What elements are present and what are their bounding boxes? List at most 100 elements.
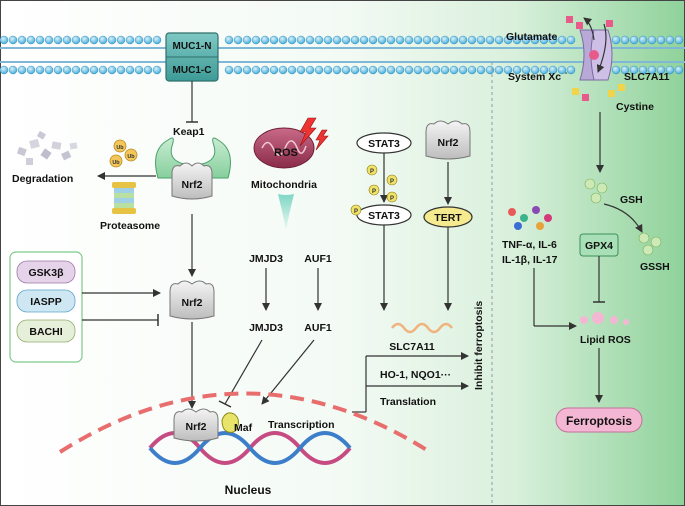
lipid-head bbox=[224, 35, 234, 45]
lipid-head bbox=[458, 65, 468, 75]
lipid-head bbox=[395, 65, 405, 75]
nucleus-nrf2-label: Nrf2 bbox=[185, 421, 206, 433]
jmjd3-bottom-label: JMJD3 bbox=[249, 322, 283, 334]
lipid-head bbox=[476, 65, 486, 75]
lipid-head bbox=[431, 35, 441, 45]
lipid-head bbox=[449, 65, 459, 75]
keap1-complex: Keap1 Nrf2 bbox=[155, 126, 231, 200]
lipid-head bbox=[638, 35, 648, 45]
lipid-head bbox=[260, 65, 270, 75]
lipid-head bbox=[35, 35, 45, 45]
lipid-head bbox=[503, 65, 513, 75]
lipid-head bbox=[233, 65, 243, 75]
lipid-head bbox=[557, 65, 567, 75]
lipid-head bbox=[359, 65, 369, 75]
lipid-head bbox=[404, 35, 414, 45]
ferroptosis-node: Ferroptosis bbox=[555, 407, 643, 433]
lipid-head bbox=[413, 35, 423, 45]
regulator-iaspp: IASPP bbox=[30, 296, 62, 308]
lipid-head bbox=[467, 65, 477, 75]
gsh-molecules bbox=[584, 178, 608, 204]
gssh-molecules bbox=[638, 232, 662, 256]
glutamate-export-arrow bbox=[583, 17, 595, 41]
keap1-label: Keap1 bbox=[173, 126, 205, 138]
lipid-head bbox=[98, 35, 108, 45]
lipid-head bbox=[80, 35, 90, 45]
nrf2-free-protein: Nrf2 bbox=[169, 280, 215, 320]
proteasome-icon bbox=[112, 182, 136, 214]
phospho-label-4: P bbox=[390, 196, 394, 202]
lipid-ros-dots bbox=[580, 312, 629, 325]
lipid-head bbox=[350, 35, 360, 45]
lipid-head bbox=[224, 65, 234, 75]
lipid-head bbox=[377, 65, 387, 75]
lipid-head bbox=[98, 65, 108, 75]
lipid-head bbox=[125, 65, 135, 75]
lipid-head bbox=[647, 35, 657, 45]
proteasome-label: Proteasome bbox=[100, 220, 160, 232]
lipid-head bbox=[458, 35, 468, 45]
muc1-receptor: MUC1-N MUC1-C bbox=[165, 32, 219, 82]
gsh-label: GSH bbox=[620, 194, 643, 206]
lipid-head bbox=[368, 65, 378, 75]
lipid-head bbox=[0, 35, 9, 45]
lipid-head bbox=[305, 65, 315, 75]
lipid-head bbox=[386, 65, 396, 75]
regulator-group: GSK3β IASPP BACHI bbox=[9, 251, 83, 363]
ubiquitin-group: Ub Ub Ub bbox=[109, 139, 138, 168]
cystine-molecules bbox=[572, 84, 625, 101]
lipid-head bbox=[35, 65, 45, 75]
lipid-head bbox=[422, 65, 432, 75]
lipid-head bbox=[323, 65, 333, 75]
system-xc-transporter bbox=[579, 29, 613, 81]
lipid-head bbox=[107, 35, 117, 45]
lipid-head bbox=[134, 65, 144, 75]
lipid-head bbox=[278, 65, 288, 75]
lipid-head bbox=[242, 35, 252, 45]
nrf2-right-protein: Nrf2 bbox=[425, 120, 471, 160]
lipid-head bbox=[62, 35, 72, 45]
lipid-head bbox=[665, 65, 675, 75]
lipid-head bbox=[332, 35, 342, 45]
lipid-head bbox=[512, 35, 522, 45]
lipid-head bbox=[287, 65, 297, 75]
lipid-head bbox=[629, 35, 639, 45]
lipid-head bbox=[386, 35, 396, 45]
lipid-head bbox=[530, 65, 540, 75]
cytokines-line2: IL-1β, IL-17 bbox=[502, 254, 558, 266]
lipid-head bbox=[314, 65, 324, 75]
phospho-label-2: P bbox=[390, 179, 394, 185]
lipid-head bbox=[341, 65, 351, 75]
lipid-head bbox=[17, 65, 27, 75]
gpx4-label: GPX4 bbox=[585, 240, 613, 252]
lipid-head bbox=[251, 65, 261, 75]
muc1-n-label: MUC1-N bbox=[173, 41, 212, 52]
lipid-head bbox=[656, 35, 666, 45]
lipid-head bbox=[656, 65, 666, 75]
lipid-head bbox=[629, 65, 639, 75]
lipid-head bbox=[89, 35, 99, 45]
lipid-head bbox=[269, 65, 279, 75]
lipid-head bbox=[8, 65, 18, 75]
lipid-head bbox=[521, 35, 531, 45]
gsh-to-gssh-arrow bbox=[603, 203, 643, 233]
lipid-head bbox=[143, 65, 153, 75]
lipid-head bbox=[62, 65, 72, 75]
slc7a11-mrna-label: SLC7A11 bbox=[389, 341, 435, 353]
lipid-head bbox=[44, 35, 54, 45]
nrf2-free-label: Nrf2 bbox=[181, 297, 202, 309]
lipid-head bbox=[638, 65, 648, 75]
lipid-ros-label: Lipid ROS bbox=[580, 334, 631, 346]
stat3-bottom-label: STAT3 bbox=[368, 210, 400, 222]
stat3-top-label: STAT3 bbox=[368, 138, 400, 150]
mitochondria-label: Mitochondria bbox=[251, 179, 317, 191]
cell-membrane bbox=[0, 35, 685, 75]
lipid-head bbox=[557, 35, 567, 45]
nucleus-label: Nucleus bbox=[225, 483, 272, 497]
lipid-head bbox=[80, 65, 90, 75]
lipid-head bbox=[620, 35, 630, 45]
nrf2-complex-label: Nrf2 bbox=[181, 179, 202, 191]
glutamate-molecules bbox=[566, 16, 613, 29]
lipid-head bbox=[548, 35, 558, 45]
